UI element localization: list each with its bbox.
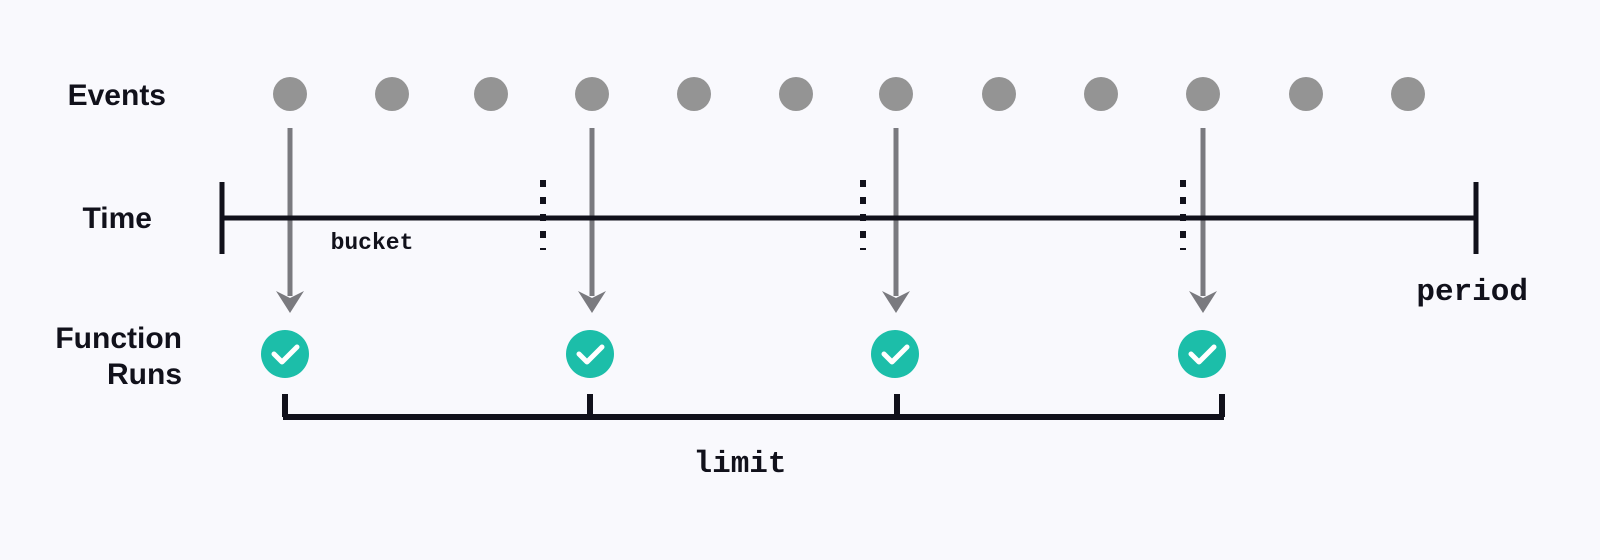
check-icon — [271, 344, 300, 365]
period-label: period — [1416, 275, 1528, 310]
status-badge[interactable] — [1178, 330, 1226, 378]
time-row-label: Time — [83, 202, 152, 235]
trigger-arrows-group — [276, 128, 1217, 313]
event-dot[interactable] — [1084, 77, 1118, 111]
arrow-head-icon — [578, 291, 606, 313]
bucket-label: bucket — [331, 230, 414, 256]
trigger-arrow — [882, 128, 910, 313]
function-run-badge[interactable] — [261, 330, 309, 378]
event-dot[interactable] — [982, 77, 1016, 111]
limit-bracket-group — [282, 394, 1225, 420]
trigger-arrow — [1189, 128, 1217, 313]
function-run-badge[interactable] — [871, 330, 919, 378]
event-dot[interactable] — [575, 77, 609, 111]
check-icon — [576, 344, 605, 365]
function-run-badge[interactable] — [566, 330, 614, 378]
event-dot[interactable] — [375, 77, 409, 111]
check-icon — [1188, 344, 1217, 365]
event-dot[interactable] — [779, 77, 813, 111]
arrow-head-icon — [882, 291, 910, 313]
status-badge[interactable] — [566, 330, 614, 378]
event-dots-group — [273, 77, 1425, 111]
status-badge[interactable] — [261, 330, 309, 378]
event-dot[interactable] — [1391, 77, 1425, 111]
function-runs-row-label-line1: Function — [55, 322, 182, 355]
arrow-head-icon — [276, 291, 304, 313]
limit-label: limit — [693, 447, 786, 482]
arrow-head-icon — [1189, 291, 1217, 313]
event-dot[interactable] — [1289, 77, 1323, 111]
event-dot[interactable] — [879, 77, 913, 111]
event-dot[interactable] — [1186, 77, 1220, 111]
trigger-arrow — [276, 128, 304, 313]
check-icon — [881, 344, 910, 365]
event-dot[interactable] — [677, 77, 711, 111]
trigger-arrow — [578, 128, 606, 313]
function-run-badge[interactable] — [1178, 330, 1226, 378]
events-row-label: Events — [68, 79, 166, 112]
function-runs-row-label-line2: Runs — [107, 358, 182, 391]
event-dot[interactable] — [474, 77, 508, 111]
status-badge[interactable] — [871, 330, 919, 378]
time-axis-group — [219, 180, 1479, 254]
function-run-badges-group — [261, 330, 1226, 378]
event-dot[interactable] — [273, 77, 307, 111]
